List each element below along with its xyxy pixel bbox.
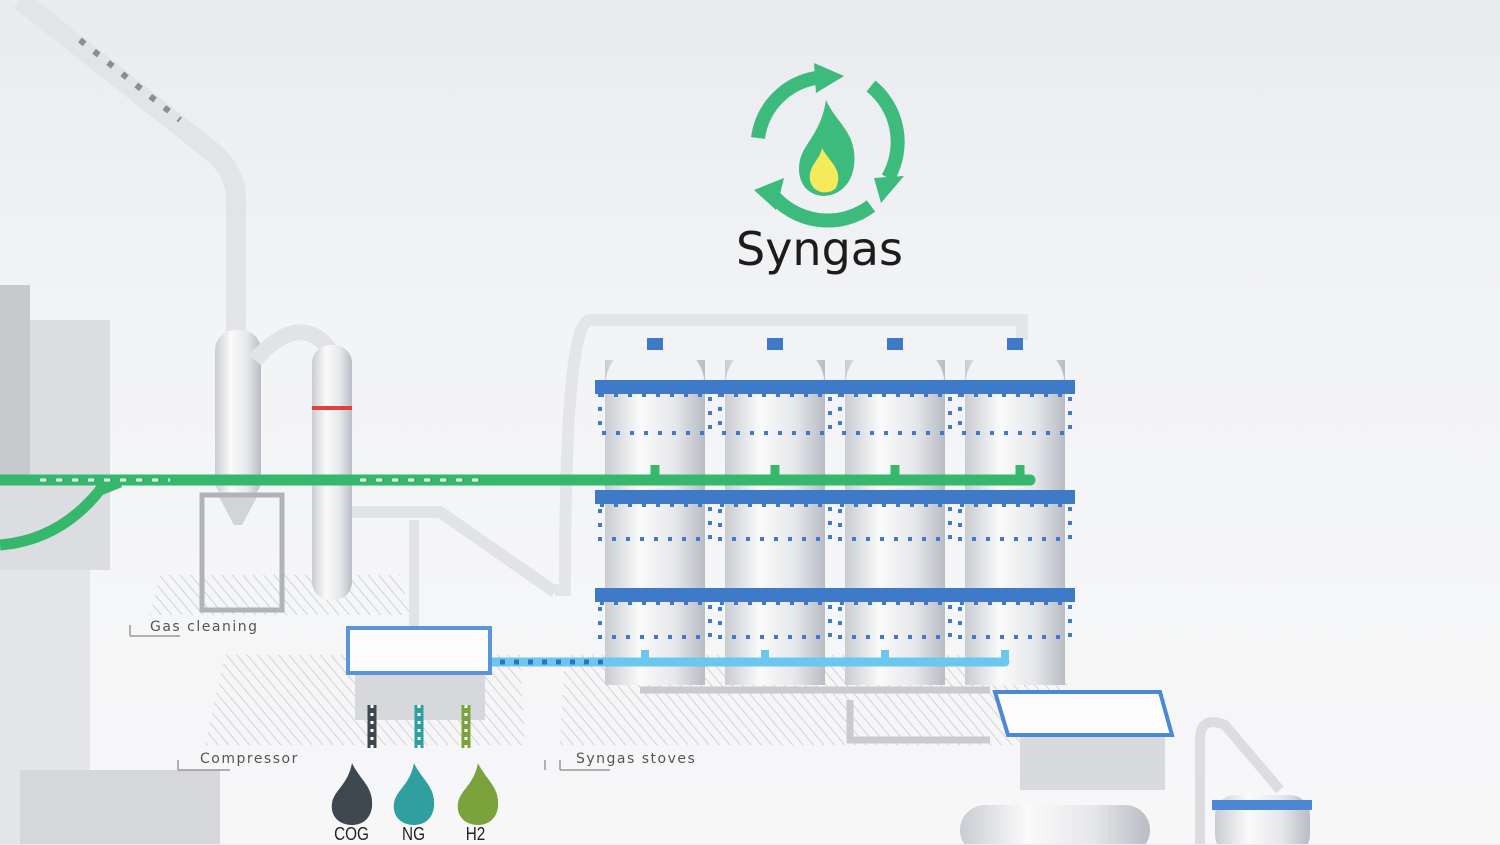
left-building (0, 285, 220, 844)
gas-cleaning-unit (13, 0, 559, 630)
ng-flame-icon (393, 763, 435, 825)
compressed-gas-pipe (485, 650, 1010, 667)
recycle-arrows-icon (751, 71, 905, 228)
h2-flame-icon (457, 763, 499, 825)
stove-2 (715, 338, 835, 685)
logo-title: Syngas (736, 222, 903, 276)
area-markers (129, 625, 610, 771)
fuel-icons (331, 763, 499, 825)
fuel-label-h2: H2 (465, 824, 486, 844)
stove-1 (595, 338, 715, 685)
area-label-gas-cleaning: Gas cleaning (150, 619, 259, 635)
area-label-compressor: Compressor (200, 751, 299, 767)
area-label-syngas-stoves: Syngas stoves (576, 751, 697, 767)
flame-core-icon (809, 148, 839, 193)
cog-flame-icon (331, 763, 373, 825)
syngas-stoves (595, 338, 1075, 744)
fuel-label-cog: COG (334, 824, 369, 844)
fuel-label-ng: NG (402, 824, 425, 844)
stove-header-pipe (555, 314, 1028, 596)
compressor-unit (346, 626, 492, 748)
right-equipment (960, 690, 1312, 844)
recycle-arrowheads (754, 63, 904, 210)
stove-3 (835, 338, 955, 685)
syngas-logo (751, 63, 905, 228)
stove-4 (955, 338, 1075, 685)
syngas-pipe (0, 465, 1036, 551)
